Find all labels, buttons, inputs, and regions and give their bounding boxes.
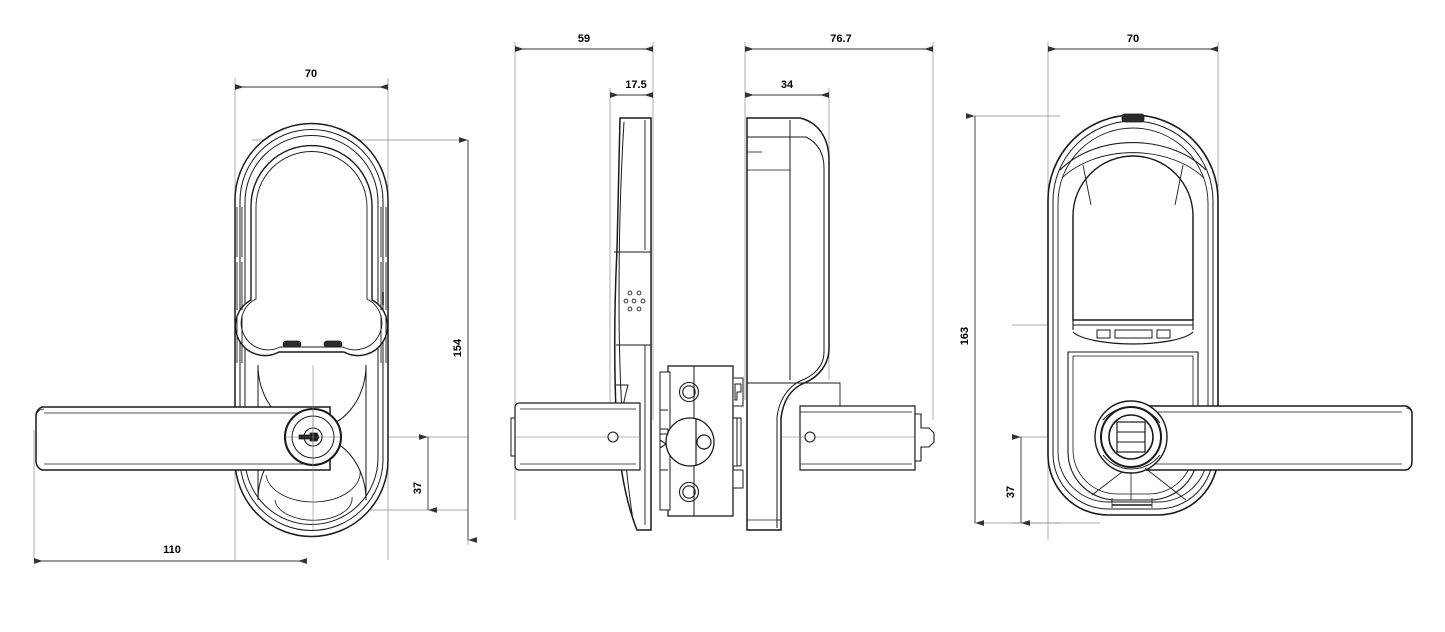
front-shell-contours [239,129,384,531]
dim-side-rear-body-label: 34 [781,79,794,91]
front-seam-lines [236,207,387,363]
front-keypad-panel-inner [240,151,383,351]
dim-rear-lever-height-label: 37 [1005,486,1017,498]
dim-side-rear-body: 34 [745,79,829,98]
front-view: 70 154 37 110 [33,68,477,564]
dim-side-depth-front: 59 [515,33,653,52]
dim-rear-height-label: 163 [959,327,971,345]
dim-side-depth-front-label: 59 [578,33,590,45]
lever-handle[interactable] [35,406,331,471]
spindle-left [510,402,641,471]
side-rear-escutcheon [746,117,841,531]
dim-rear-width-label: 70 [1127,33,1139,45]
battery-cover[interactable] [1059,142,1207,330]
rear-lever-handle[interactable] [1129,405,1413,471]
dim-front-lever-height: 37 [412,434,437,513]
dim-side-depth-rear-label: 76.7 [830,33,851,45]
dim-front-height: 154 [452,137,477,543]
rear-radial-lines [1091,467,1187,508]
thumbturn-grip [1116,421,1146,453]
thumbturn[interactable] [1094,400,1168,474]
spindle-end-clip [914,413,935,462]
cam-hub [665,417,715,467]
speaker-grille [623,290,646,312]
indicator-led-right [323,340,343,348]
rear-view: 70 163 37 [959,33,1413,540]
front-boss-detail [265,469,361,521]
dim-front-width-label: 70 [305,68,317,80]
dim-side-thickness: 17.5 [610,79,653,98]
dim-front-lever-length-label: 110 [163,544,181,556]
rear-bottom-tabs [1072,329,1194,345]
dim-rear-lever-height: 37 [1005,434,1030,526]
indicator-led-left [282,340,302,348]
dim-rear-height: 163 [959,113,984,526]
dim-front-width: 70 [235,68,388,90]
side-view: 59 17.5 76.7 34 [510,33,935,531]
dim-side-depth-rear: 76.7 [745,33,933,52]
release-notch [1121,113,1145,123]
dim-front-height-label: 154 [452,338,464,357]
spindle-right [781,405,935,471]
dim-rear-width: 70 [1048,33,1218,52]
front-keypad-panel[interactable] [234,144,389,357]
latch-body [659,365,744,517]
dim-front-lever-length: 110 [34,544,307,564]
dim-front-lever-height-label: 37 [412,482,424,494]
dim-side-thickness-label: 17.5 [625,79,646,91]
